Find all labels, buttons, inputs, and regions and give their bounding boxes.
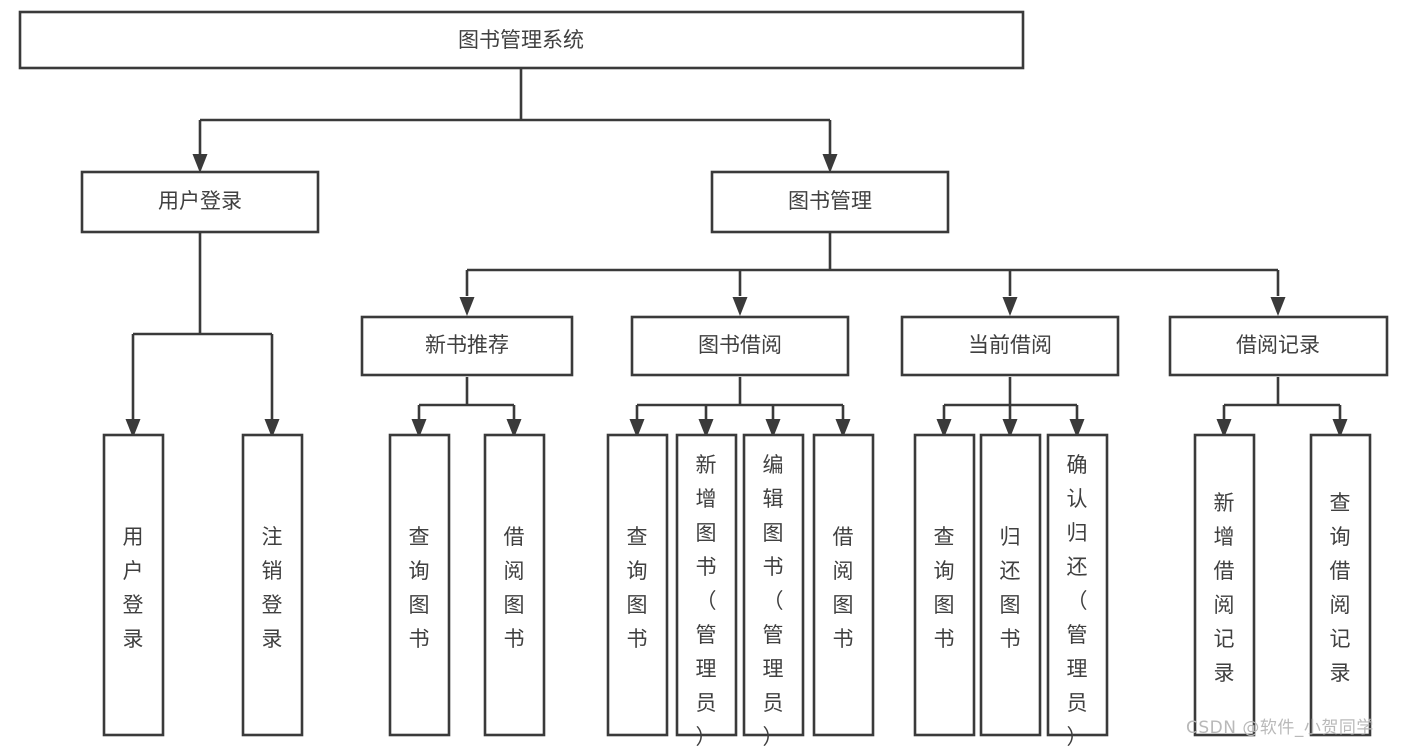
arrow-icon-to-book-mgmt <box>822 154 838 173</box>
leaf-box-borrow-book[interactable] <box>812 433 875 737</box>
leaf-label-record-add: 新增借阅记录 <box>1214 491 1235 685</box>
node-book-management-label: 图书管理 <box>788 189 872 213</box>
leaf-label-current-confirm: 确认归还（管理员） <box>1067 453 1088 747</box>
node-borrow-record[interactable]: 借阅记录 <box>1168 315 1389 377</box>
leaf-box-record-query[interactable] <box>1309 433 1372 737</box>
leaf-label-record-query: 查询借阅记录 <box>1330 491 1351 685</box>
leaf-node[interactable]: 借阅图书 <box>483 433 546 737</box>
leaf-box-current-query[interactable] <box>913 433 976 737</box>
leaf-box-newbook-query[interactable] <box>388 433 451 737</box>
leaf-node[interactable]: 编辑图书（管理员） <box>742 433 805 747</box>
node-book-borrow-box[interactable] <box>630 315 850 377</box>
leaf-box-current-confirm[interactable] <box>1046 433 1109 737</box>
leaf-node[interactable]: 查询图书 <box>606 433 669 737</box>
node-root-box[interactable] <box>18 10 1025 70</box>
leaf-label-logout: 注销登录 <box>262 525 283 651</box>
node-current-borrow-box[interactable] <box>900 315 1120 377</box>
leaf-label-borrow-query: 查询图书 <box>627 525 648 651</box>
node-user-login-box[interactable] <box>80 170 320 234</box>
node-book-management[interactable]: 图书管理 <box>710 170 950 234</box>
leaf-label-newbook-query: 查询图书 <box>409 525 430 651</box>
leaf-box-borrow-query[interactable] <box>606 433 669 737</box>
arrow-icon-to-new-book <box>459 297 475 316</box>
leaf-box-current-return[interactable] <box>979 433 1042 737</box>
leaf-label-borrow-book: 借阅图书 <box>833 525 854 651</box>
leaf-label-current-return: 归还图书 <box>1000 525 1021 651</box>
node-user-login-label: 用户登录 <box>158 189 242 213</box>
leaf-label-borrow-add: 新增图书（管理员） <box>696 453 717 747</box>
leaf-box-record-add[interactable] <box>1193 433 1256 737</box>
leaf-node[interactable]: 注销登录 <box>241 433 304 737</box>
arrow-icon-to-book-borrow <box>732 297 748 316</box>
node-book-borrow-label: 图书借阅 <box>698 333 782 357</box>
node-borrow-record-label: 借阅记录 <box>1236 333 1320 357</box>
leaf-node[interactable]: 新增图书（管理员） <box>675 433 738 747</box>
leaf-label-newbook-borrow: 借阅图书 <box>504 525 525 651</box>
leaf-box-borrow-add[interactable] <box>675 433 738 737</box>
leaf-node[interactable]: 用户登录 <box>102 433 165 737</box>
leaf-node[interactable]: 新增借阅记录 <box>1193 433 1256 737</box>
leaf-label-current-query: 查询图书 <box>934 525 955 651</box>
leaf-node[interactable]: 查询借阅记录 <box>1309 433 1372 737</box>
leaf-node[interactable]: 查询图书 <box>913 433 976 737</box>
node-root-label: 图书管理系统 <box>458 28 584 52</box>
leaf-label-borrow-edit: 编辑图书（管理员） <box>763 453 784 747</box>
leaf-box-newbook-borrow[interactable] <box>483 433 546 737</box>
node-book-management-box[interactable] <box>710 170 950 234</box>
leaf-box-logout[interactable] <box>241 433 304 737</box>
node-book-borrow[interactable]: 图书借阅 <box>630 315 850 377</box>
connector-layer <box>131 68 1342 419</box>
node-new-book-recommend-label: 新书推荐 <box>425 333 509 357</box>
leaf-label-user-login: 用户登录 <box>123 525 144 651</box>
leaf-box-user-login[interactable] <box>102 433 165 737</box>
node-root-book-management-system[interactable]: 图书管理系统 <box>18 10 1025 70</box>
node-new-book-recommend[interactable]: 新书推荐 <box>360 315 574 377</box>
node-current-borrow[interactable]: 当前借阅 <box>900 315 1120 377</box>
node-user-login[interactable]: 用户登录 <box>80 170 320 234</box>
node-current-borrow-label: 当前借阅 <box>968 333 1052 357</box>
arrow-icon-to-current-borrow <box>1002 297 1018 316</box>
node-new-book-recommend-box[interactable] <box>360 315 574 377</box>
leaf-node[interactable]: 借阅图书 <box>812 433 875 737</box>
leaf-box-borrow-edit[interactable] <box>742 433 805 737</box>
leaf-node[interactable]: 确认归还（管理员） <box>1046 433 1109 747</box>
arrow-icon-to-user-login <box>192 154 208 173</box>
leaf-node[interactable]: 查询图书 <box>388 433 451 737</box>
node-borrow-record-box[interactable] <box>1168 315 1389 377</box>
leaf-node[interactable]: 归还图书 <box>979 433 1042 737</box>
arrow-icon-to-borrow-record <box>1270 297 1286 316</box>
